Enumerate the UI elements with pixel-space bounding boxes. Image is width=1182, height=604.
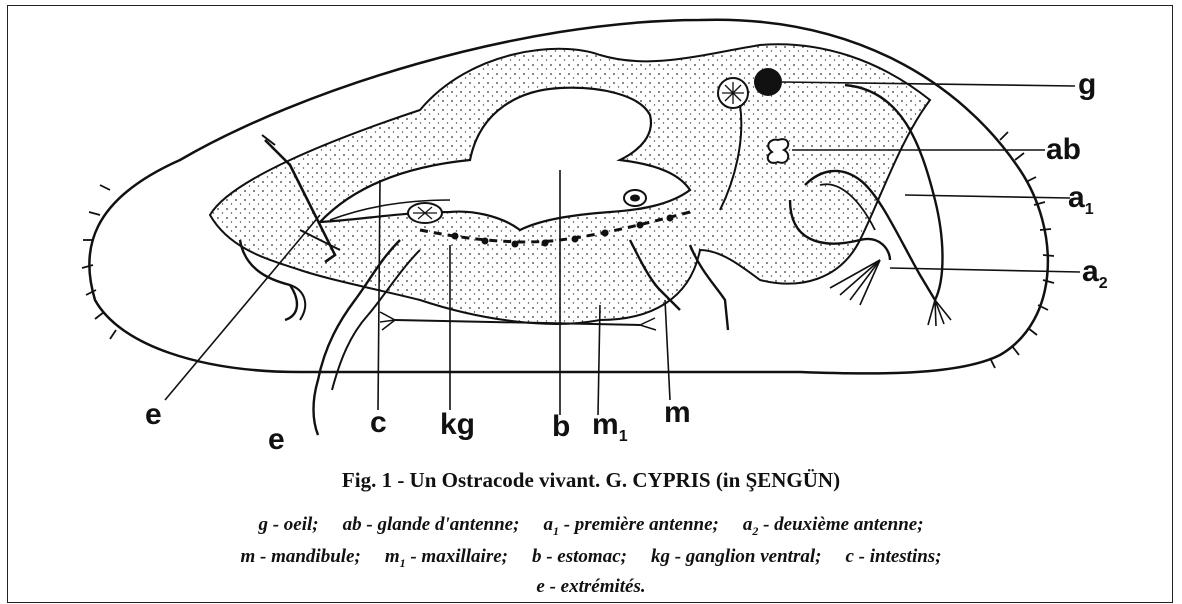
legend-key: a: [543, 514, 553, 535]
legend-key: m: [385, 546, 400, 567]
legend-description: - estomac;: [541, 546, 626, 567]
label-m1: m1: [592, 410, 628, 445]
label-m: m: [664, 398, 691, 428]
legend-line-3: e - extrémités.: [0, 576, 1182, 598]
ostracod-diagram: [0, 0, 1182, 460]
label-b: b: [552, 412, 570, 442]
legend-description: - maxillaire;: [406, 546, 508, 567]
figure-caption: Fig. 1 - Un Ostracode vivant. G. CYPRIS …: [0, 468, 1182, 493]
legend-item: g - oeil;: [258, 514, 318, 535]
label-kg: kg: [440, 410, 475, 440]
eye: [754, 68, 782, 96]
legend-item: m - mandibule;: [240, 546, 360, 567]
legend-key: a: [743, 514, 753, 535]
legend-item: c - intestins;: [845, 546, 941, 567]
antennal-gland: [768, 139, 789, 163]
label-c: c: [370, 408, 387, 438]
legend-description: - intestins;: [854, 546, 942, 567]
label-e-lower: e: [268, 425, 285, 455]
legend-item: kg - ganglion ventral;: [651, 546, 821, 567]
legend-description: - oeil;: [268, 514, 319, 535]
label-g: g: [1078, 70, 1096, 100]
legend-key: m: [240, 546, 255, 567]
legend-item: b - estomac;: [532, 546, 627, 567]
legend-key: ab: [343, 514, 362, 535]
legend-key: e: [536, 576, 544, 597]
legend-item: a1 - première antenne;: [543, 514, 718, 535]
legend-key: c: [845, 546, 853, 567]
legend-line-1: g - oeil; ab - glande d'antenne; a1 - prem…: [0, 514, 1182, 539]
label-a2: a2: [1082, 257, 1108, 292]
legend-line-2: m - mandibule; m1 - maxillaire; b - estoma…: [0, 546, 1182, 571]
label-e-upper: e: [145, 400, 162, 430]
legend-description: - mandibule;: [255, 546, 361, 567]
legend-item: e - extrémités.: [536, 576, 645, 597]
label-a1: a1: [1068, 183, 1094, 218]
legend-item: ab - glande d'antenne;: [343, 514, 520, 535]
legend-key: kg: [651, 546, 670, 567]
label-ab: ab: [1046, 135, 1081, 165]
legend-item: a2 - deuxième antenne;: [743, 514, 924, 535]
legend-description: - glande d'antenne;: [362, 514, 520, 535]
legend-description: - extrémités.: [545, 576, 646, 597]
legend-description: - première antenne;: [559, 514, 719, 535]
legend-description: - ganglion ventral;: [670, 546, 821, 567]
legend-key: g: [258, 514, 268, 535]
legend-item: m1 - maxillaire;: [385, 546, 508, 567]
legend-description: - deuxième antenne;: [758, 514, 923, 535]
